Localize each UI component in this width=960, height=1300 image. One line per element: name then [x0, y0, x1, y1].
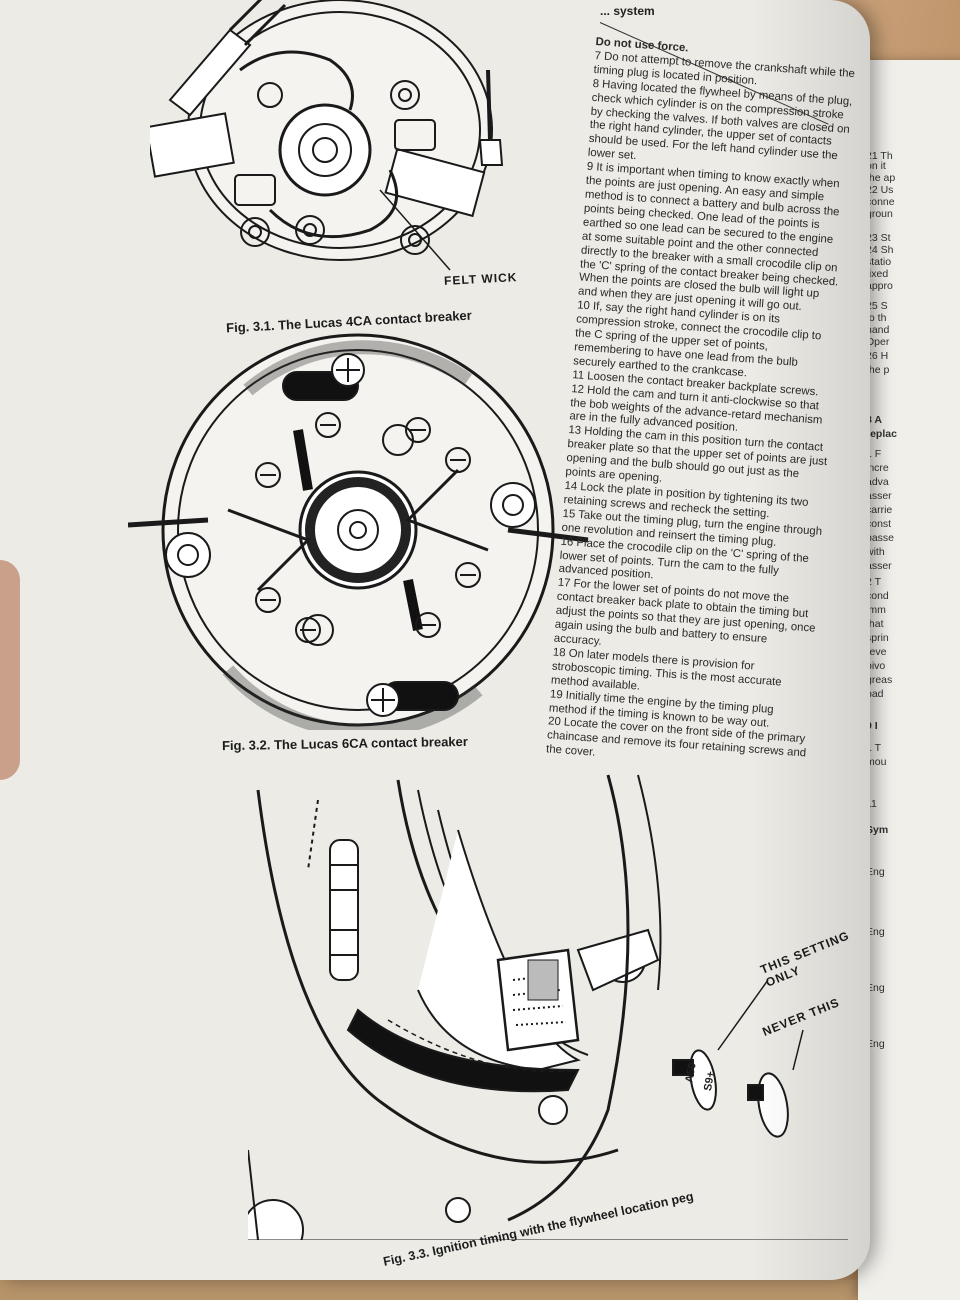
facing-page-fragment: Oper [866, 336, 890, 348]
facing-page-fragment: replac [866, 428, 897, 440]
facing-page-fragment: hand [866, 324, 890, 336]
facing-page-fragment: to th [866, 312, 887, 324]
facing-page-fragment: the ap [866, 172, 896, 184]
page-header: ... system [600, 4, 655, 18]
facing-page-fragment: statio [866, 256, 892, 268]
facing-page-fragment: that [866, 618, 884, 630]
facing-page-fragment: adva [866, 476, 889, 488]
body-text-column: Do not use force.7 Do not attempt to rem… [546, 36, 858, 776]
facing-page-fragment: passe [866, 532, 895, 544]
facing-page-fragment: appro [866, 280, 893, 292]
manual-page: ... system FELT WICK [0, 0, 870, 1280]
facing-page-fragment: fixed [866, 268, 889, 280]
fig-3-2-caption: Fig. 3.2. The Lucas 6CA contact breaker [221, 733, 469, 754]
facing-page-fragment: on it [866, 160, 886, 172]
facing-page-fragment: 22 Us [866, 184, 894, 196]
facing-page-fragment: carrie [866, 504, 893, 516]
facing-page-fragment: imm [866, 604, 886, 616]
facing-page-fragment: sprin [866, 632, 889, 644]
fig-3-2-diagram [128, 333, 589, 730]
facing-page-fragment: 26 H [866, 350, 889, 362]
facing-page-fragment: Eng [866, 1038, 885, 1050]
facing-page-fragment: cond [866, 590, 889, 602]
facing-page-fragment: asser [866, 490, 892, 502]
facing-page-fragment: 24 Sh [866, 244, 894, 256]
facing-page-fragment: Eng [866, 982, 885, 994]
text-paragraph: 9 It is important when timing to know ex… [577, 160, 840, 314]
facing-page-fragment: mou [866, 756, 887, 768]
facing-page-fragment: incre [866, 462, 889, 474]
facing-page-fragment: Sym [866, 824, 889, 836]
facing-page-fragment: Eng [866, 866, 885, 878]
facing-page-fragment: pivo [866, 660, 886, 672]
peg-label-s9: S9+ [702, 1070, 717, 1092]
facing-page-fragment: const [866, 518, 892, 530]
facing-page-fragment: pad [866, 688, 884, 700]
facing-page-fragment: asser [866, 560, 892, 572]
fig-3-3-diagram: A50 S9+ [248, 774, 848, 1240]
facing-page-fragment: with [866, 546, 885, 558]
facing-page-fragment: 21 Th [866, 150, 893, 162]
facing-page-fragment: Eng [866, 926, 885, 938]
facing-page-fragment: groun [866, 208, 893, 220]
facing-page-fragment: 9 I [866, 720, 878, 732]
facing-page-fragment: the p [866, 364, 890, 376]
facing-page-fragment: 11 [866, 798, 877, 810]
facing-page-fragment: 25 S [866, 300, 888, 312]
facing-page-fragment: reve [866, 646, 887, 658]
peg-label-a50: A50 [683, 1062, 698, 1084]
facing-page-fragment: 23 St [866, 232, 891, 244]
fig-3-1-diagram [150, 0, 504, 271]
facing-page-fragment: greas [866, 674, 893, 686]
facing-page-fragment: conne [866, 196, 895, 208]
thumb [0, 560, 20, 780]
